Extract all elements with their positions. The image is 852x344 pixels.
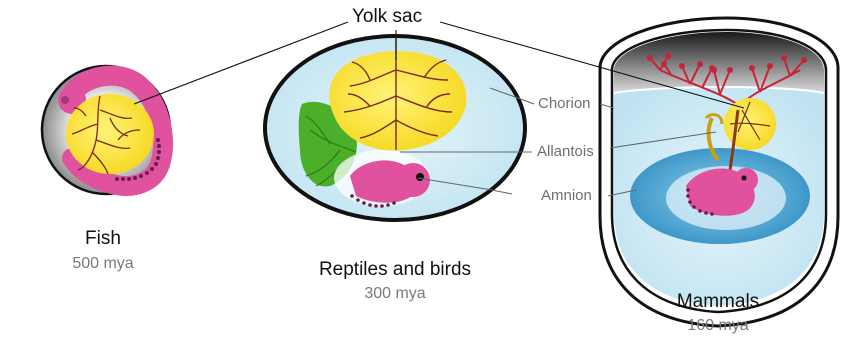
fish-egg (42, 66, 170, 194)
yolk-sac-label: Yolk sac (352, 6, 422, 28)
amnion-label: Amnion (541, 187, 592, 204)
mammals-title: Mammals (677, 291, 759, 313)
chorion-label: Chorion (538, 95, 591, 112)
fish-title: Fish (85, 228, 121, 250)
fish-age: 500 mya (72, 255, 133, 273)
reptile-egg (265, 30, 525, 220)
reptiles-age: 300 mya (364, 285, 425, 303)
mammals-age: 160 mya (687, 317, 748, 335)
reptiles-title: Reptiles and birds (319, 259, 471, 281)
fish-yolk (66, 94, 154, 174)
allantois-label: Allantois (537, 143, 594, 160)
mammal-uterus (600, 18, 838, 326)
